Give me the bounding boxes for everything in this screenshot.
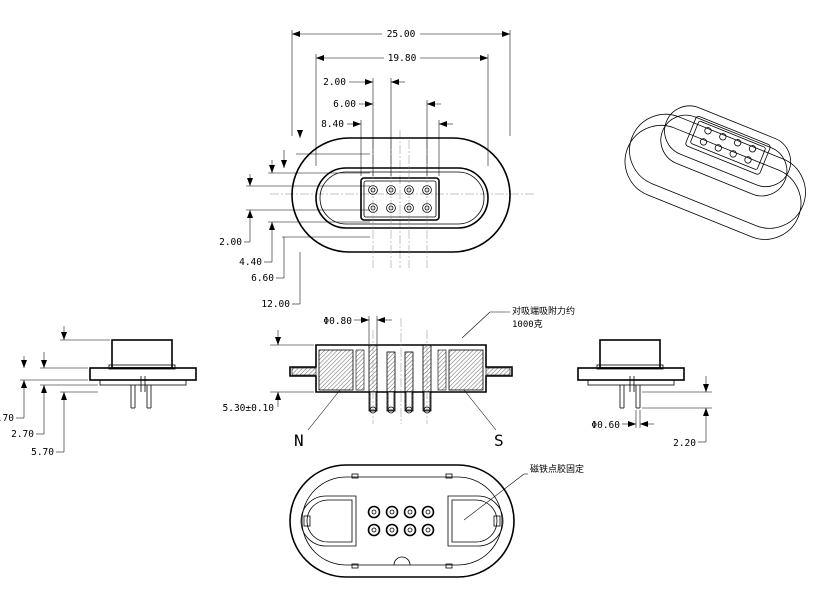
dim-2-00-pitch: 2.00 [323, 77, 346, 88]
left-side-view: 1.70 2.70 5.70 [0, 326, 197, 458]
right-side-view: Φ0.60 2.20 [577, 339, 712, 449]
section-view: Φ0.80 对吸端吸附力约 1000克 5.30±0.10 N S [223, 305, 576, 450]
dim-6-60: 6.60 [251, 273, 274, 284]
pole-north-label: N [294, 431, 304, 450]
dim-5-70: 5.70 [31, 447, 54, 458]
attraction-force-note-line1: 对吸端吸附力约 [512, 305, 575, 317]
dim-4-40: 4.40 [239, 257, 262, 268]
bottom-view-pins [367, 505, 435, 537]
dim-2-00-vertical: 2.00 [219, 237, 242, 248]
dim-6-00: 6.00 [333, 99, 356, 110]
dim-1-70: 1.70 [0, 413, 14, 424]
attraction-force-note-line2: 1000克 [512, 319, 543, 330]
dim-8-40: 8.40 [321, 119, 344, 130]
dim-12-00: 12.00 [261, 299, 290, 310]
dim-2-20: 2.20 [673, 438, 696, 449]
dim-height-5-30: 5.30±0.10 [223, 403, 275, 414]
dim-19-80: 19.80 [388, 53, 417, 64]
magnet-glue-note: 磁铁点胶固定 [530, 463, 584, 475]
section-pins [368, 344, 432, 414]
bottom-view: 磁铁点胶固定 [289, 463, 584, 578]
dim-25-00: 25.00 [387, 29, 416, 40]
top-view: 25.00 19.80 2.00 6.00 8.40 [219, 27, 535, 310]
dim-pin-diameter-0-60: Φ0.60 [591, 420, 620, 431]
dim-pin-diameter-0-80: Φ0.80 [323, 316, 352, 327]
pole-south-label: S [494, 431, 504, 450]
dim-2-70: 2.70 [11, 429, 34, 440]
isometric-view [624, 105, 806, 240]
